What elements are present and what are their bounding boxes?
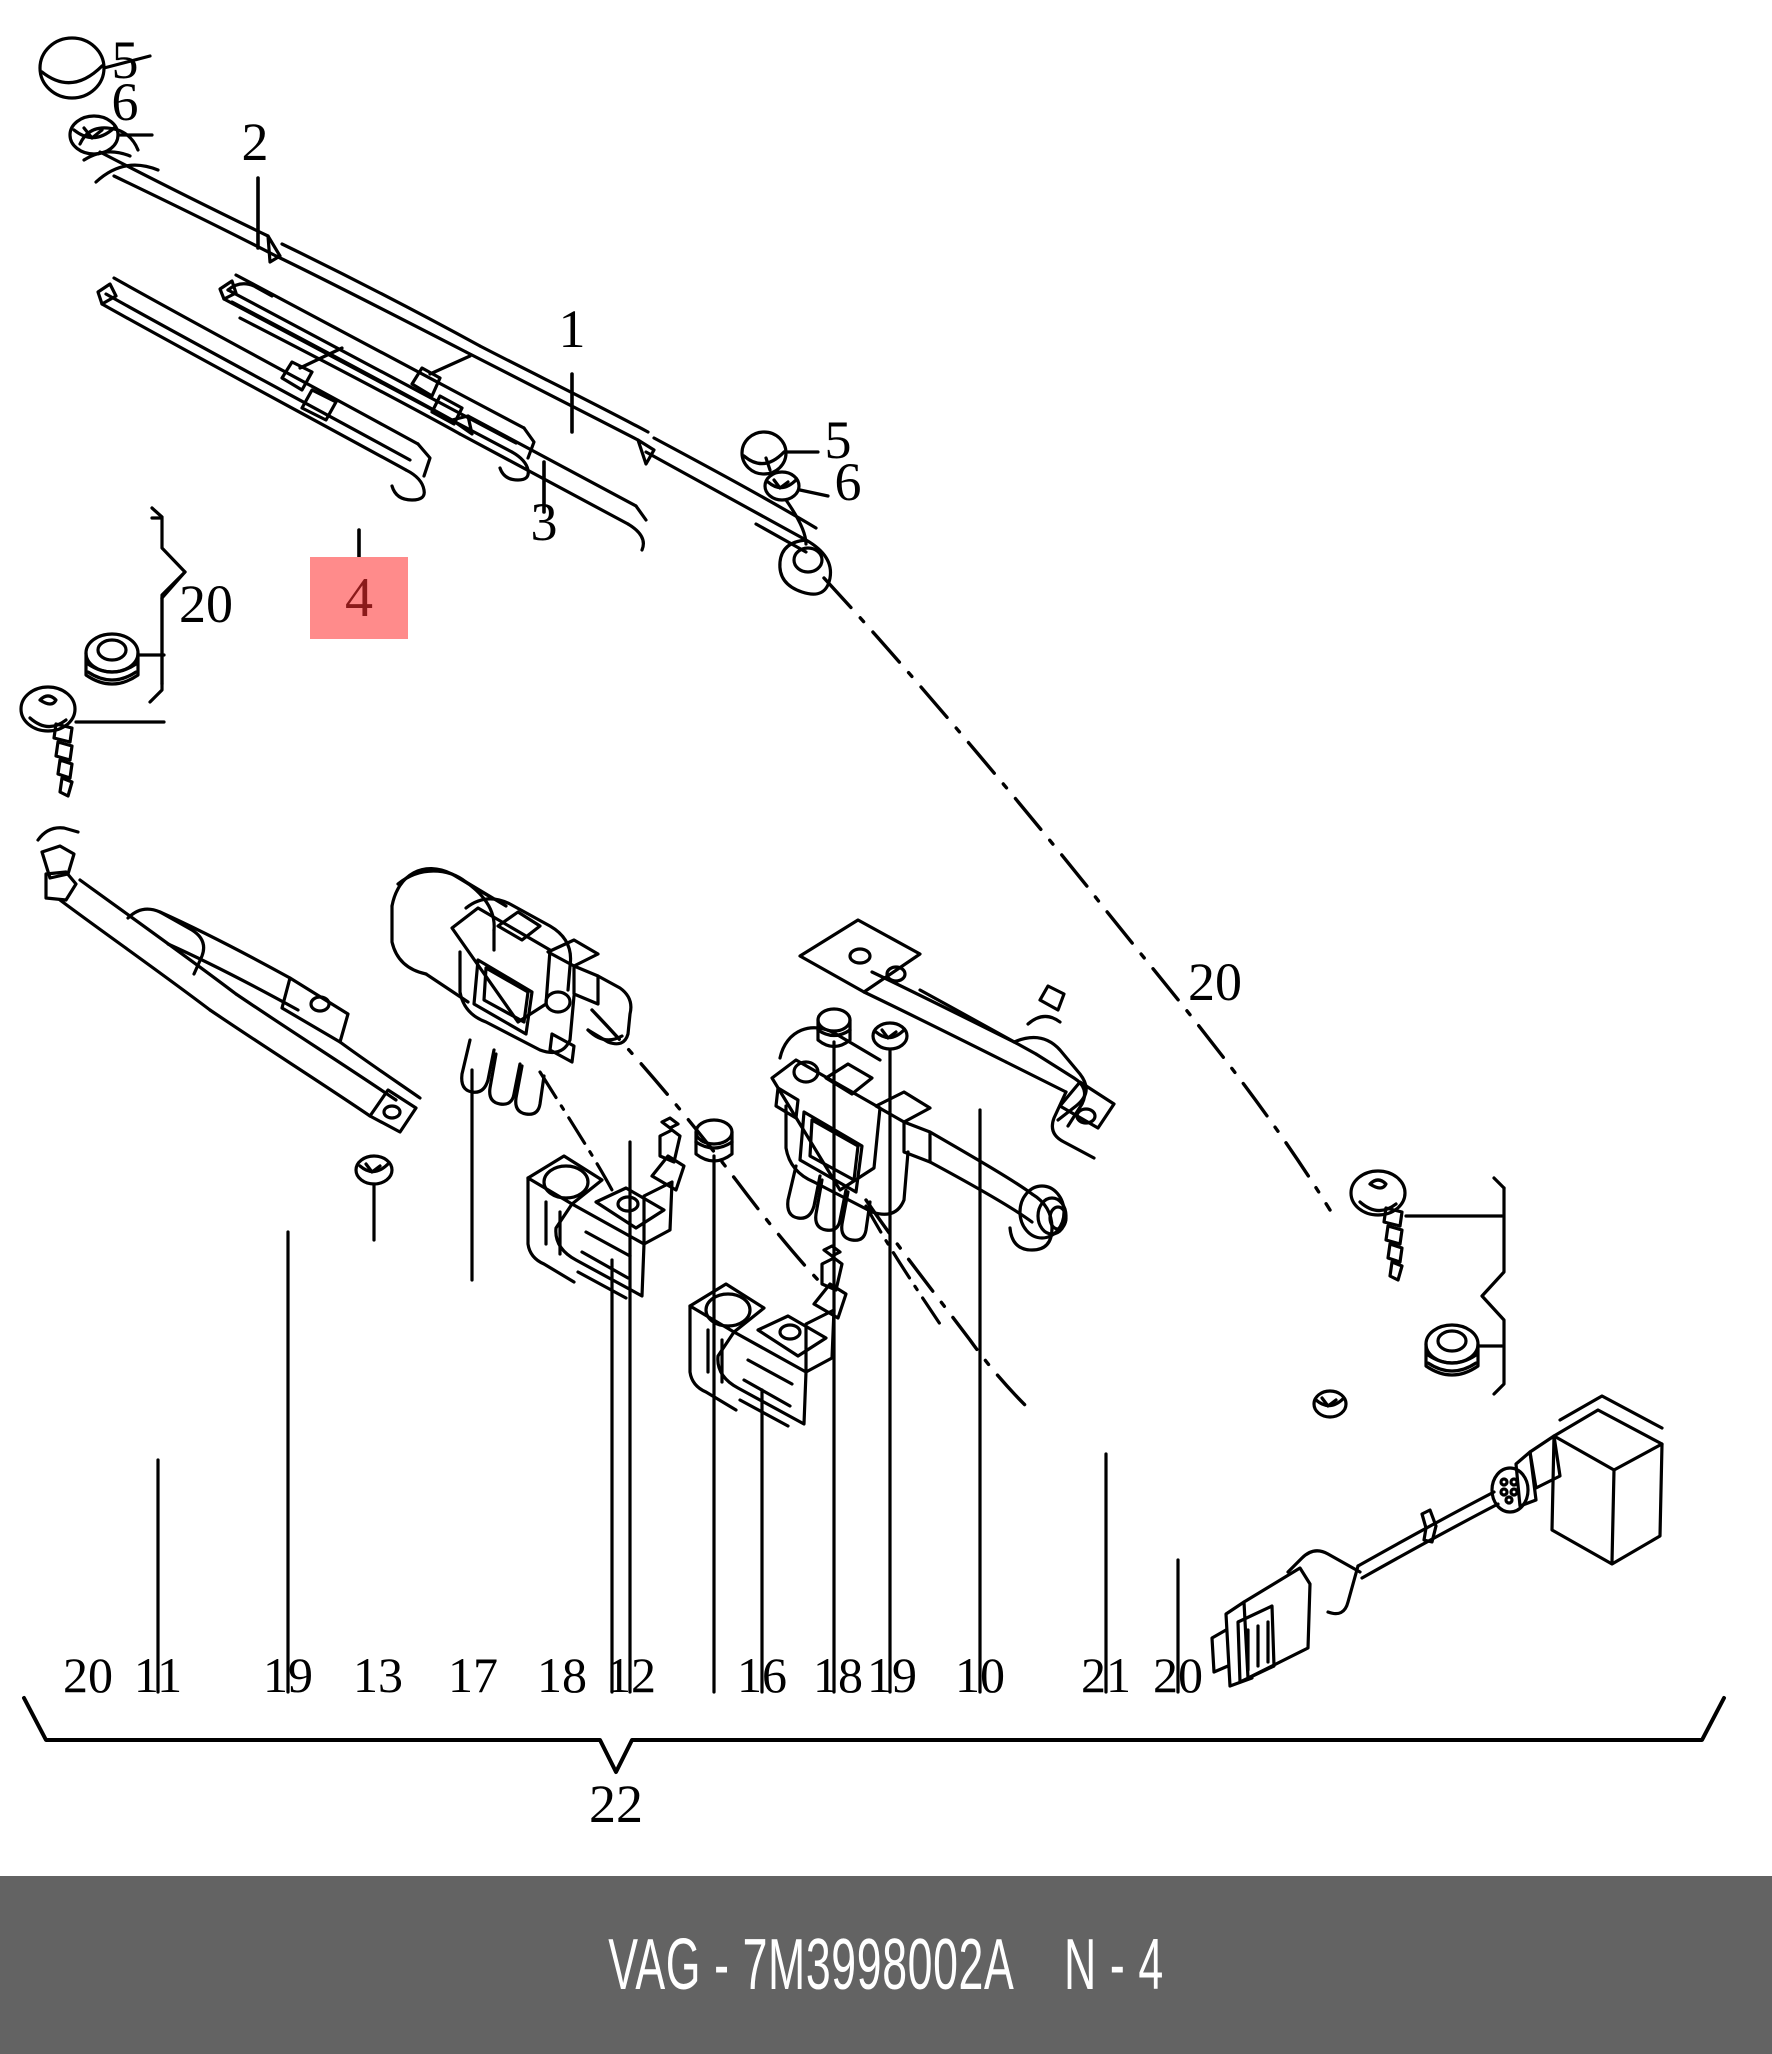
assembly-label-22: 22 [589,1774,643,1834]
callout-6-top: 6 [112,72,139,132]
callout-6-right: 6 [835,452,862,512]
bracket-left-tip-top [150,506,164,519]
callout-1: 1 [559,299,586,359]
cap-part-5b [740,430,788,476]
highlight-label-part-4: 4 [345,567,373,629]
centerline-13 [538,1070,614,1192]
callout-5-right: 5 [825,410,852,470]
centerline-motor-left [590,1008,820,1282]
centerline-12 [864,1204,946,1332]
wiper-motor-right [770,1026,1068,1252]
footer-bar: VAG - 7M3998002A N - 4 [0,1876,1772,2054]
bottom-label-10: 10 [955,1647,1005,1703]
bottom-label-18b: 18 [813,1647,863,1703]
centerline-motor-right [864,1198,1028,1408]
leader-5a [102,54,152,70]
callout-3: 3 [531,492,558,552]
bottom-label-19a: 19 [263,1647,313,1703]
bracket-left-arrow [160,570,187,600]
bottom-label-13: 13 [353,1647,403,1703]
callout-5-top: 5 [112,30,139,90]
wiper-linkage-right [798,918,1116,1160]
wiper-blade-4 [96,276,432,502]
callout-2: 2 [242,112,269,172]
bottom-label-18a: 18 [537,1647,587,1703]
bottom-label-20b: 20 [1153,1647,1203,1703]
pin-16 [812,1244,848,1320]
bottom-label-20a: 20 [63,1647,113,1703]
screw-part-20-right [1349,1169,1407,1282]
centerline-right [822,576,1332,1212]
screw-part-20-left [19,685,77,798]
grommet-part-20-right [1424,1323,1480,1377]
grommet-part-20-left [84,632,140,686]
assembly-bracket [22,1696,1726,1774]
nut-part-6b [763,470,801,502]
nut-part-19-right [871,1021,909,1051]
callout-20-right: 20 [1188,952,1242,1012]
cap-nut-link [764,456,772,472]
bottom-label-16: 16 [737,1647,787,1703]
bottom-label-21: 21 [1081,1647,1131,1703]
bottom-label-11: 11 [134,1647,182,1703]
highlight-box-part-4[interactable] [310,557,408,639]
wiring-harness-connector-21 [1210,1394,1664,1688]
bottom-label-17: 17 [448,1647,498,1703]
nut-arm-link [784,498,808,546]
leader-6b [798,488,830,498]
bottom-label-12: 12 [606,1647,656,1703]
wiper-linkage-left [36,826,422,1134]
technical-drawing: 5 6 2 1 5 6 3 20 20 20 11 19 13 17 18 12… [19,30,1726,1834]
bracket-right-tip-top [1492,1176,1506,1190]
wiper-blade-3 [218,273,536,482]
callout-20-left: 20 [179,574,233,634]
bracket-left-lower [148,682,164,704]
bracket-right-body [1480,1186,1506,1396]
motor-bracket-17 [526,1154,674,1300]
pin-17 [650,1116,686,1192]
wiper-motor-left [390,867,633,1116]
diagram-canvas: 5 6 2 1 5 6 3 20 20 20 11 19 13 17 18 12… [19,30,1726,1834]
nut-part-19-left [354,1154,394,1186]
nut-small-21 [1312,1389,1348,1419]
cap-part-5 [38,36,106,100]
bottom-label-19b: 19 [867,1647,917,1703]
footer-part-number-text: VAG - 7M3998002A N - 4 [608,1925,1164,2005]
